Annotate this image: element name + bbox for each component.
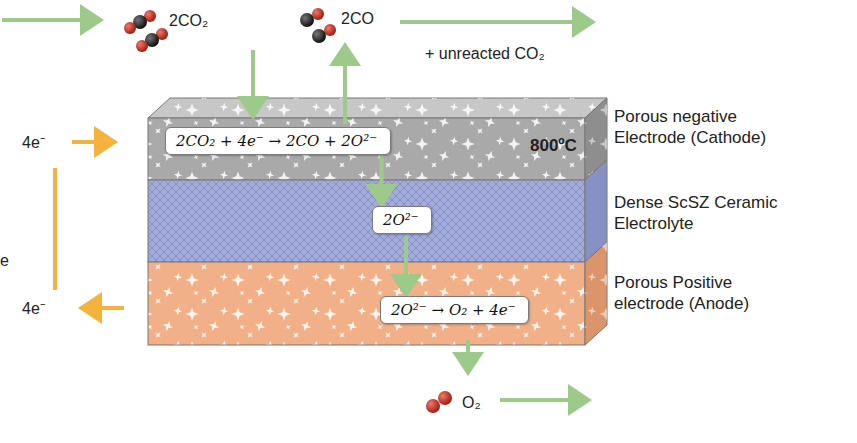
ion-flow-arrow [380,156,384,204]
temperature-label: 800ºC [530,136,577,156]
electrolyte-label: Dense ScSZ Ceramic Electrolyte [614,192,796,234]
electron-label: 4e⁻ [22,131,45,153]
reaction-equation: 2O²⁻ → O₂ + 4e⁻ [391,301,518,319]
electrode-label: Porous negative Electrode (Cathode) [614,106,796,148]
reaction-equation: 2O²⁻ [383,211,421,229]
electron-label: 4e⁻ [22,297,45,319]
reaction-equation: 2CO₂ + 4e⁻ → 2CO + 2O²⁻ [176,132,380,150]
reaction-box: 2O²⁻ → O₂ + 4e⁻ [380,296,529,324]
flow-note: + unreacted CO₂ [425,45,545,63]
electrode-label: Porous Positive electrode (Anode) [614,272,796,314]
reaction-box: 2CO₂ + 4e⁻ → 2CO + 2O²⁻ [165,127,391,155]
electrode-layer: Porous negative Electrode (Cathode)800ºC… [148,118,585,180]
molecule-label: 2CO [341,10,374,28]
electrode-layer: Dense ScSZ Ceramic Electrolyte2O²⁻ [148,180,585,262]
molecule-label: 2CO₂ [169,12,208,30]
reaction-box: 2O²⁻ [372,206,432,234]
ion-flow-arrow [404,235,408,294]
molecule-label: O₂ [462,394,481,412]
electrode-layer: Porous Positive electrode (Anode)2O²⁻ → … [148,262,585,345]
cut-label: e [0,252,9,270]
